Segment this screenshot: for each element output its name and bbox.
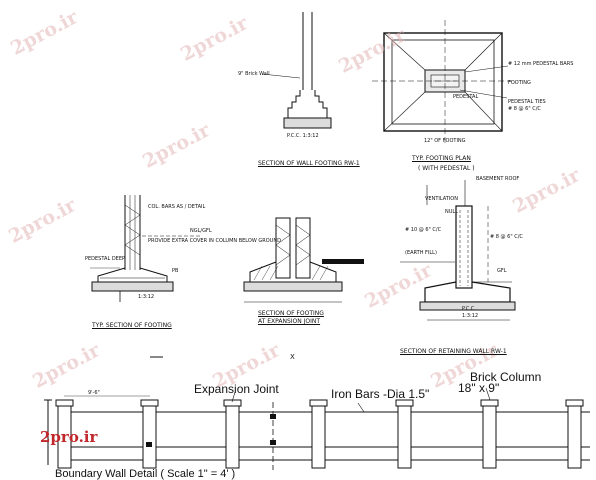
note-pb: PB bbox=[172, 268, 179, 274]
note-ties-spacing: # 8 @ 6" C/C bbox=[508, 106, 541, 112]
caption-retaining: SECTION OF RETAINING WALL RW-1 bbox=[400, 348, 507, 355]
typ-footing-section bbox=[90, 195, 200, 302]
note-col-bars: COL. BARS AS / DETAIL bbox=[148, 204, 206, 210]
note-pcc-wall: P.C.C. 1:3:12 bbox=[287, 133, 319, 139]
note-pcc-ret: P.C.C. bbox=[462, 306, 476, 312]
label-expansion-joint: Expansion Joint bbox=[194, 382, 279, 396]
caption-expansion-sub: AT EXPANSION JOINT bbox=[258, 318, 321, 325]
footing-plan bbox=[372, 20, 512, 145]
note-pcc-typ: 1:3:12 bbox=[138, 294, 155, 300]
note-earth-fill: (EARTH FILL) bbox=[405, 250, 437, 256]
boundary-wall-elevation bbox=[44, 387, 590, 470]
label-iron-bars: Iron Bars -Dia 1.5" bbox=[331, 387, 430, 401]
expansion-footing-section bbox=[243, 217, 364, 303]
label-brick-column: Brick Column bbox=[470, 370, 542, 384]
label-dim-left: 9'-6" bbox=[88, 390, 100, 396]
wall-footing-section bbox=[261, 12, 332, 129]
note-x-mark: X bbox=[290, 353, 295, 361]
note-pedestal-bars: # 12 mm PEDESTAL BARS bbox=[508, 61, 574, 67]
note-bars-8: # 8 @ 6" C/C bbox=[490, 234, 523, 240]
note-pedestal-ties: PEDESTAL TIES bbox=[508, 99, 546, 105]
note-pedestal-deep: PEDESTAL DEEP bbox=[85, 256, 126, 262]
caption-expansion: SECTION OF FOOTING bbox=[258, 310, 324, 317]
note-footing-bottom: 12" OF FOOTING bbox=[424, 138, 466, 144]
watermark-logo: 2pro.ir bbox=[40, 428, 98, 446]
label-brick-column-size: 18" x 9" bbox=[458, 381, 500, 395]
note-gfl: GFL bbox=[497, 268, 507, 274]
note-ngl: NGL/GFL bbox=[190, 228, 212, 234]
caption-typ-footing: TYP. SECTION OF FOOTING bbox=[92, 322, 172, 329]
note-null: NULL bbox=[445, 209, 458, 215]
note-footing: FOOTING bbox=[508, 80, 531, 86]
caption-wall-footing: SECTION OF WALL FOOTING RW-1 bbox=[258, 160, 360, 167]
note-brick-wall: 9" Brick Wall bbox=[238, 71, 270, 77]
note-ventilation: VENTILATION bbox=[425, 196, 458, 202]
caption-footing-plan-sub: ( WITH PEDESTAL ) bbox=[418, 165, 475, 172]
note-column-below: PROVIDE EXTRA COVER IN COLUMN BELOW GROU… bbox=[148, 238, 281, 244]
brick-columns bbox=[55, 399, 584, 469]
note-pcc-ret-mix: 1:3:12 bbox=[462, 313, 479, 319]
note-bars-10: # 10 @ 6" C/C bbox=[405, 227, 442, 233]
note-basement-roof: BASEMENT ROOF bbox=[476, 176, 520, 182]
caption-footing-plan: TYP. FOOTING PLAN bbox=[412, 155, 471, 162]
note-pedestal: PEDESTAL bbox=[453, 94, 479, 100]
caption-boundary: Boundary Wall Detail ( Scale 1" = 4' ) bbox=[55, 468, 236, 480]
retaining-wall-section bbox=[400, 180, 516, 321]
